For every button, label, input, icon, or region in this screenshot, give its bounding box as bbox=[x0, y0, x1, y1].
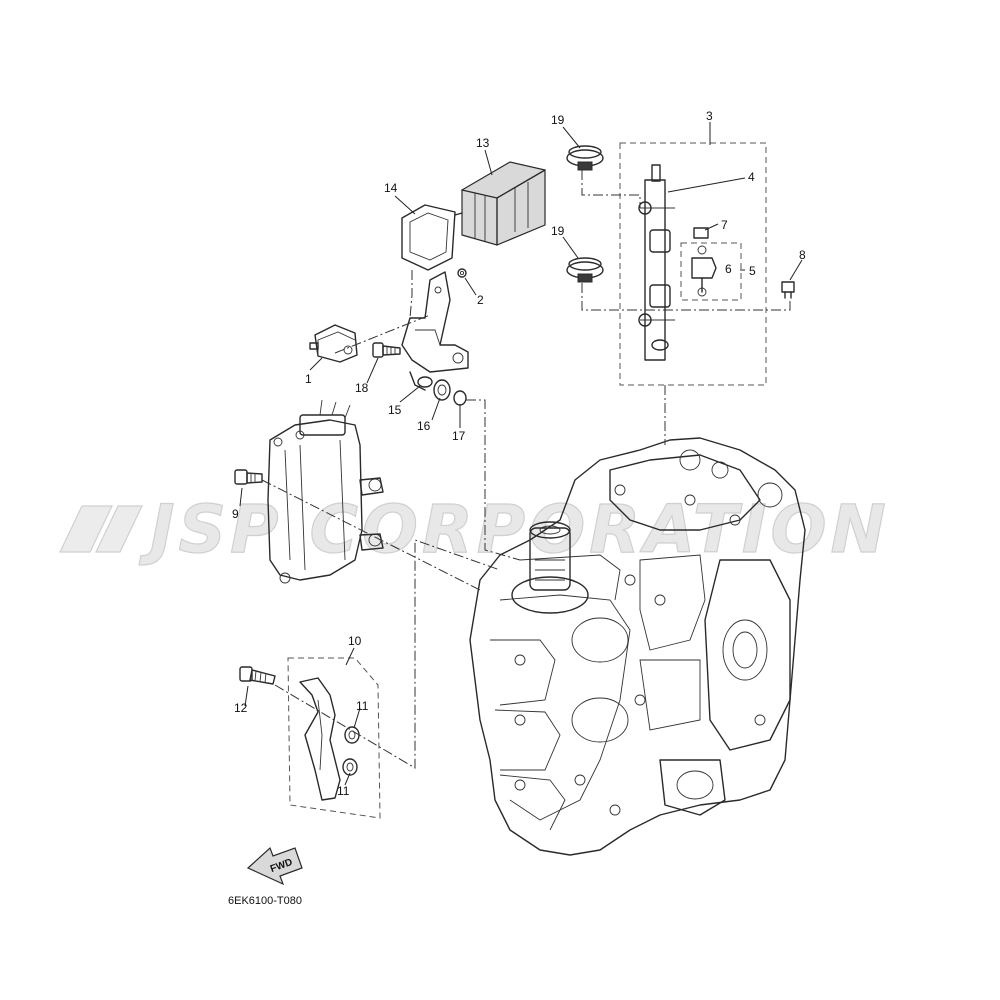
fuel-rail-nipple bbox=[651, 164, 661, 182]
callout-11-lower: 11 bbox=[337, 784, 350, 798]
leader-lines bbox=[239, 122, 803, 786]
callout-17: 17 bbox=[452, 429, 466, 443]
solenoid-valve-1 bbox=[309, 324, 358, 363]
hose-clamp-lower bbox=[566, 257, 604, 283]
callout-4: 4 bbox=[748, 170, 755, 184]
vapor-separator bbox=[267, 399, 384, 584]
diagram-code: 6EK6100-T080 bbox=[228, 895, 302, 907]
callout-labels: 1 2 3 4 5 6 7 8 9 10 11 11 12 13 14 15 1… bbox=[232, 109, 806, 798]
fuel-rail-body bbox=[644, 179, 666, 361]
fuel-rail-assembly bbox=[619, 142, 795, 386]
callout-6: 6 bbox=[725, 262, 732, 276]
hose-clamp-upper bbox=[566, 145, 604, 171]
fuel-injector-6 bbox=[691, 257, 717, 279]
fuel-rail-assembly-boundary bbox=[619, 142, 767, 386]
washer-2 bbox=[457, 268, 467, 278]
engine-block bbox=[469, 437, 806, 856]
canister-13 bbox=[454, 161, 546, 246]
callout-19-upper: 19 bbox=[551, 113, 565, 127]
bolt-18 bbox=[372, 342, 401, 358]
grommet-16 bbox=[433, 379, 451, 401]
link-bracket-10 bbox=[287, 657, 381, 819]
callout-16: 16 bbox=[417, 419, 431, 433]
washer-15-ring bbox=[417, 376, 433, 388]
bushing-11-lower bbox=[342, 758, 358, 776]
callout-9: 9 bbox=[232, 507, 239, 521]
block-bolt-bosses bbox=[514, 484, 766, 816]
callout-13: 13 bbox=[476, 136, 490, 150]
collar-17 bbox=[453, 390, 467, 406]
callout-10: 10 bbox=[348, 634, 362, 648]
injector-clip-7 bbox=[693, 227, 709, 239]
callout-11-upper: 11 bbox=[356, 699, 369, 713]
callout-1: 1 bbox=[305, 372, 312, 386]
canister-holder-14 bbox=[401, 204, 456, 271]
callout-8: 8 bbox=[799, 248, 806, 262]
callout-2: 2 bbox=[477, 293, 484, 307]
callout-5: 5 bbox=[749, 264, 756, 278]
callout-7: 7 bbox=[721, 218, 728, 232]
bolt-9 bbox=[234, 469, 263, 485]
callout-12: 12 bbox=[234, 701, 248, 715]
watermark: JSP CORPORATION bbox=[59, 490, 890, 569]
bolt-12 bbox=[239, 666, 276, 685]
bushing-11-upper bbox=[344, 726, 360, 744]
callout-14: 14 bbox=[384, 181, 398, 195]
injector-boundary bbox=[680, 242, 742, 301]
connection-lines bbox=[261, 170, 791, 769]
injector-o-ring bbox=[697, 245, 707, 255]
bolt-8 bbox=[781, 281, 795, 293]
watermark-text: JSP CORPORATION bbox=[139, 491, 890, 568]
callout-19-lower: 19 bbox=[551, 224, 565, 238]
forward-direction-arrow: FWD bbox=[246, 846, 303, 886]
callout-15: 15 bbox=[388, 403, 402, 417]
mounting-bracket-15 bbox=[401, 271, 469, 391]
watermark-logo-mark bbox=[59, 505, 143, 553]
link-bracket-boundary bbox=[287, 657, 381, 819]
callout-3: 3 bbox=[706, 109, 713, 123]
callout-18: 18 bbox=[355, 381, 369, 395]
